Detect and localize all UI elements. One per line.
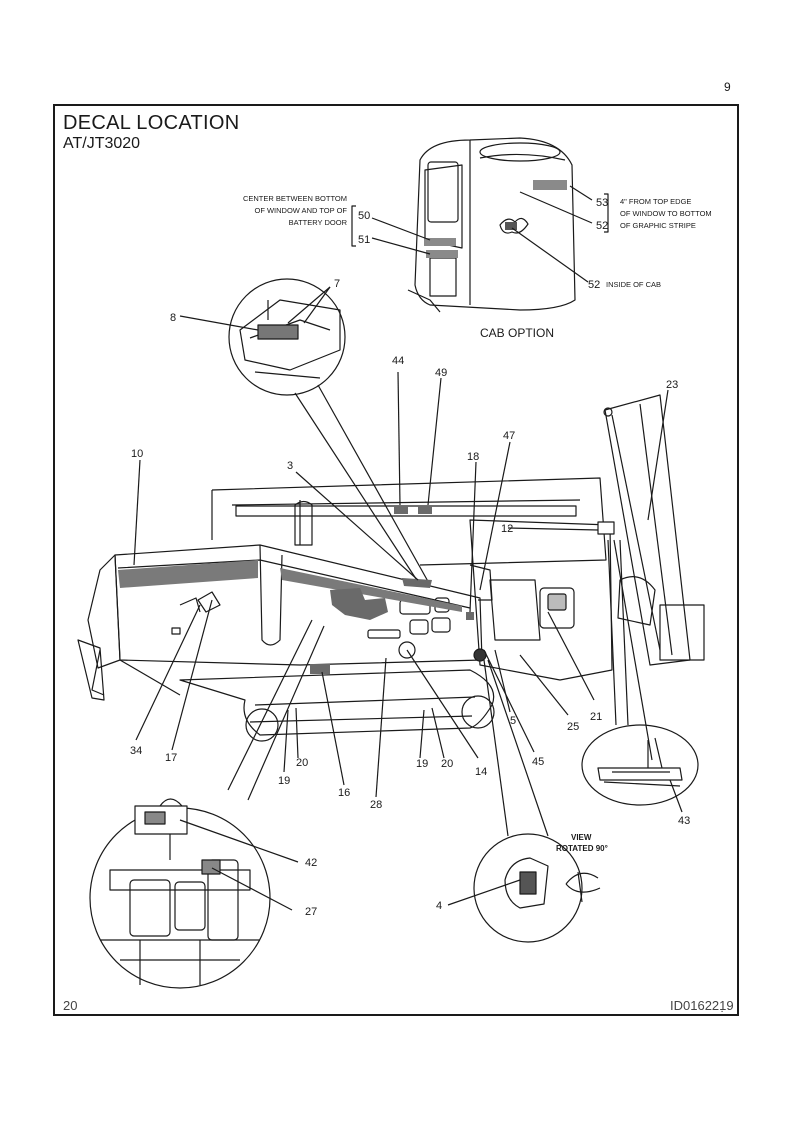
callout-17: 17 xyxy=(165,752,177,764)
stripe-note-line1: 4" FROM TOP EDGE xyxy=(620,197,691,206)
window-note-line2: OF WINDOW AND TOP OF xyxy=(254,206,347,215)
callout-25: 25 xyxy=(567,721,579,733)
view-rotated-line1: VIEW xyxy=(571,833,592,842)
stripe-note-line2: OF WINDOW TO BOTTOM xyxy=(620,209,712,218)
cab-option-caption: CAB OPTION xyxy=(480,326,554,340)
page-title: DECAL LOCATION xyxy=(63,112,240,134)
callout-28: 28 xyxy=(370,799,382,811)
callout-49: 49 xyxy=(435,367,447,379)
callout-14: 14 xyxy=(475,766,487,778)
callout-20-right: 20 xyxy=(441,758,453,770)
callout-18: 18 xyxy=(467,451,479,463)
window-note-line3: BATTERY DOOR xyxy=(289,218,348,227)
callout-27: 27 xyxy=(305,906,317,918)
figure-frame xyxy=(53,104,739,1016)
callout-8: 8 xyxy=(170,312,176,324)
figure-number: 20 xyxy=(63,998,78,1013)
machine-illustration xyxy=(77,394,705,742)
model-subtitle: AT/JT3020 xyxy=(63,135,141,152)
callout-42: 42 xyxy=(305,857,317,869)
callout-45: 45 xyxy=(532,756,544,768)
callout-7: 7 xyxy=(334,278,340,290)
callout-53: 53 xyxy=(596,197,608,209)
callout-3: 3 xyxy=(287,460,293,472)
callout-5: 5 xyxy=(510,715,516,727)
callout-52: 52 xyxy=(596,220,608,232)
callout-43: 43 xyxy=(678,815,690,827)
callout-16: 16 xyxy=(338,787,350,799)
callout-12: 12 xyxy=(501,523,513,535)
figure-id: ID016221̣9 xyxy=(670,998,734,1013)
callout-47: 47 xyxy=(503,430,515,442)
callout-21: 21 xyxy=(590,711,602,723)
stripe-note-line3: OF GRAPHIC STRIPE xyxy=(620,221,696,230)
callout-10: 10 xyxy=(131,448,143,460)
callout-4: 4 xyxy=(436,900,442,912)
window-note-line1: CENTER BETWEEN BOTTOM xyxy=(243,194,347,203)
callout-19-right: 19 xyxy=(416,758,428,770)
callout-52-inside: 52 xyxy=(588,279,600,291)
callout-19-left: 19 xyxy=(278,775,290,787)
callout-34: 34 xyxy=(130,745,142,757)
callout-44: 44 xyxy=(392,355,404,367)
callout-51: 51 xyxy=(358,234,370,246)
callout-20-left: 20 xyxy=(296,757,308,769)
inside-cab-note: INSIDE OF CAB xyxy=(606,280,661,289)
view-rotated-line2: ROTATED 90° xyxy=(556,844,608,853)
callout-50: 50 xyxy=(358,210,370,222)
callout-23: 23 xyxy=(666,379,678,391)
page-number: 9 xyxy=(724,80,731,94)
cab-illustration xyxy=(407,137,576,313)
